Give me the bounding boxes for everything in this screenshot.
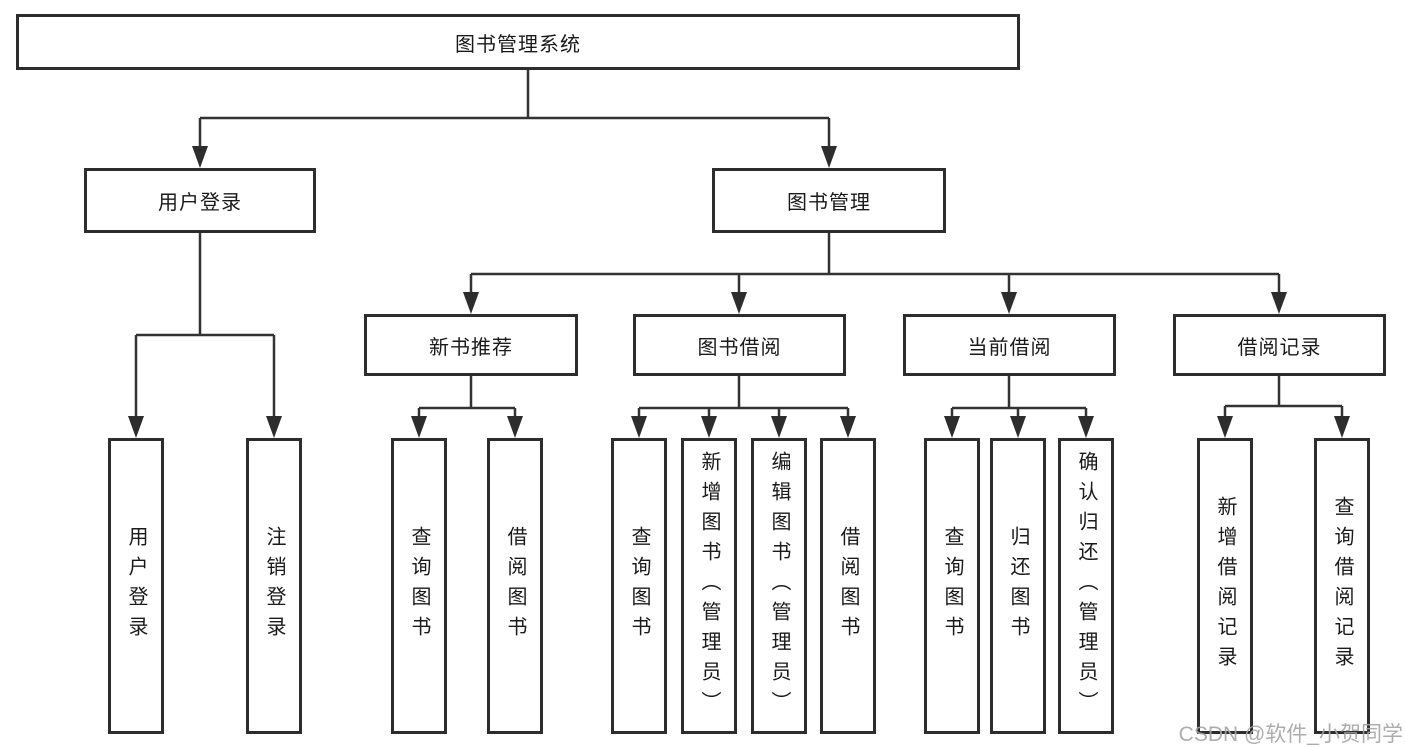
leaf-return-book-label: 归还图书 xyxy=(1007,526,1029,646)
leaf-confirm-return-admin-label: 确认归还（管理员） xyxy=(1075,451,1097,721)
leaf-user-login: 用户登录 xyxy=(108,438,164,734)
leaf-logout-label: 注销登录 xyxy=(263,526,285,646)
leaf-query-books-current-label: 查询图书 xyxy=(941,526,963,646)
node-library-system: 图书管理系统 xyxy=(16,14,1020,70)
node-new-book-recommend: 新书推荐 xyxy=(364,314,578,376)
leaf-return-book: 归还图书 xyxy=(990,438,1046,734)
node-library-system-label: 图书管理系统 xyxy=(455,33,581,56)
leaf-query-borrow-record-label: 查询借阅记录 xyxy=(1331,496,1353,676)
leaf-user-login-label: 用户登录 xyxy=(125,526,147,646)
leaf-edit-book-admin-label: 编辑图书（管理员） xyxy=(768,451,790,721)
leaf-query-books-borrow-label: 查询图书 xyxy=(628,526,650,646)
node-book-borrow-label: 图书借阅 xyxy=(697,336,782,359)
node-borrow-records: 借阅记录 xyxy=(1173,314,1386,376)
leaf-query-books-borrow: 查询图书 xyxy=(611,438,667,734)
leaf-borrow-books-label: 借阅图书 xyxy=(837,526,859,646)
leaf-borrow-books: 借阅图书 xyxy=(820,438,876,734)
node-book-management: 图书管理 xyxy=(712,168,946,233)
node-book-management-label: 图书管理 xyxy=(787,192,871,214)
node-borrow-records-label: 借阅记录 xyxy=(1237,336,1322,359)
leaf-add-book-admin-label: 新增图书（管理员） xyxy=(698,451,720,721)
leaf-query-books-recommend: 查询图书 xyxy=(391,438,447,734)
leaf-add-borrow-record: 新增借阅记录 xyxy=(1197,438,1253,734)
node-current-borrow-label: 当前借阅 xyxy=(967,336,1052,359)
watermark: CSDN @软件_小贺同学 xyxy=(1178,723,1403,746)
leaf-logout: 注销登录 xyxy=(246,438,302,734)
leaf-query-borrow-record: 查询借阅记录 xyxy=(1314,438,1370,734)
leaf-confirm-return-admin: 确认归还（管理员） xyxy=(1058,438,1114,734)
node-current-borrow: 当前借阅 xyxy=(903,314,1116,376)
leaf-borrow-books-recommend: 借阅图书 xyxy=(487,438,543,734)
node-user-login-label: 用户登录 xyxy=(158,192,242,214)
leaf-add-book-admin: 新增图书（管理员） xyxy=(681,438,737,734)
node-book-borrow: 图书借阅 xyxy=(633,314,846,376)
leaf-query-books-current: 查询图书 xyxy=(924,438,980,734)
leaf-query-books-recommend-label: 查询图书 xyxy=(408,526,430,646)
node-new-book-recommend-label: 新书推荐 xyxy=(429,336,513,359)
leaf-edit-book-admin: 编辑图书（管理员） xyxy=(751,438,807,734)
leaf-borrow-books-recommend-label: 借阅图书 xyxy=(504,526,526,646)
leaf-add-borrow-record-label: 新增借阅记录 xyxy=(1214,496,1236,676)
node-user-login: 用户登录 xyxy=(84,168,316,233)
